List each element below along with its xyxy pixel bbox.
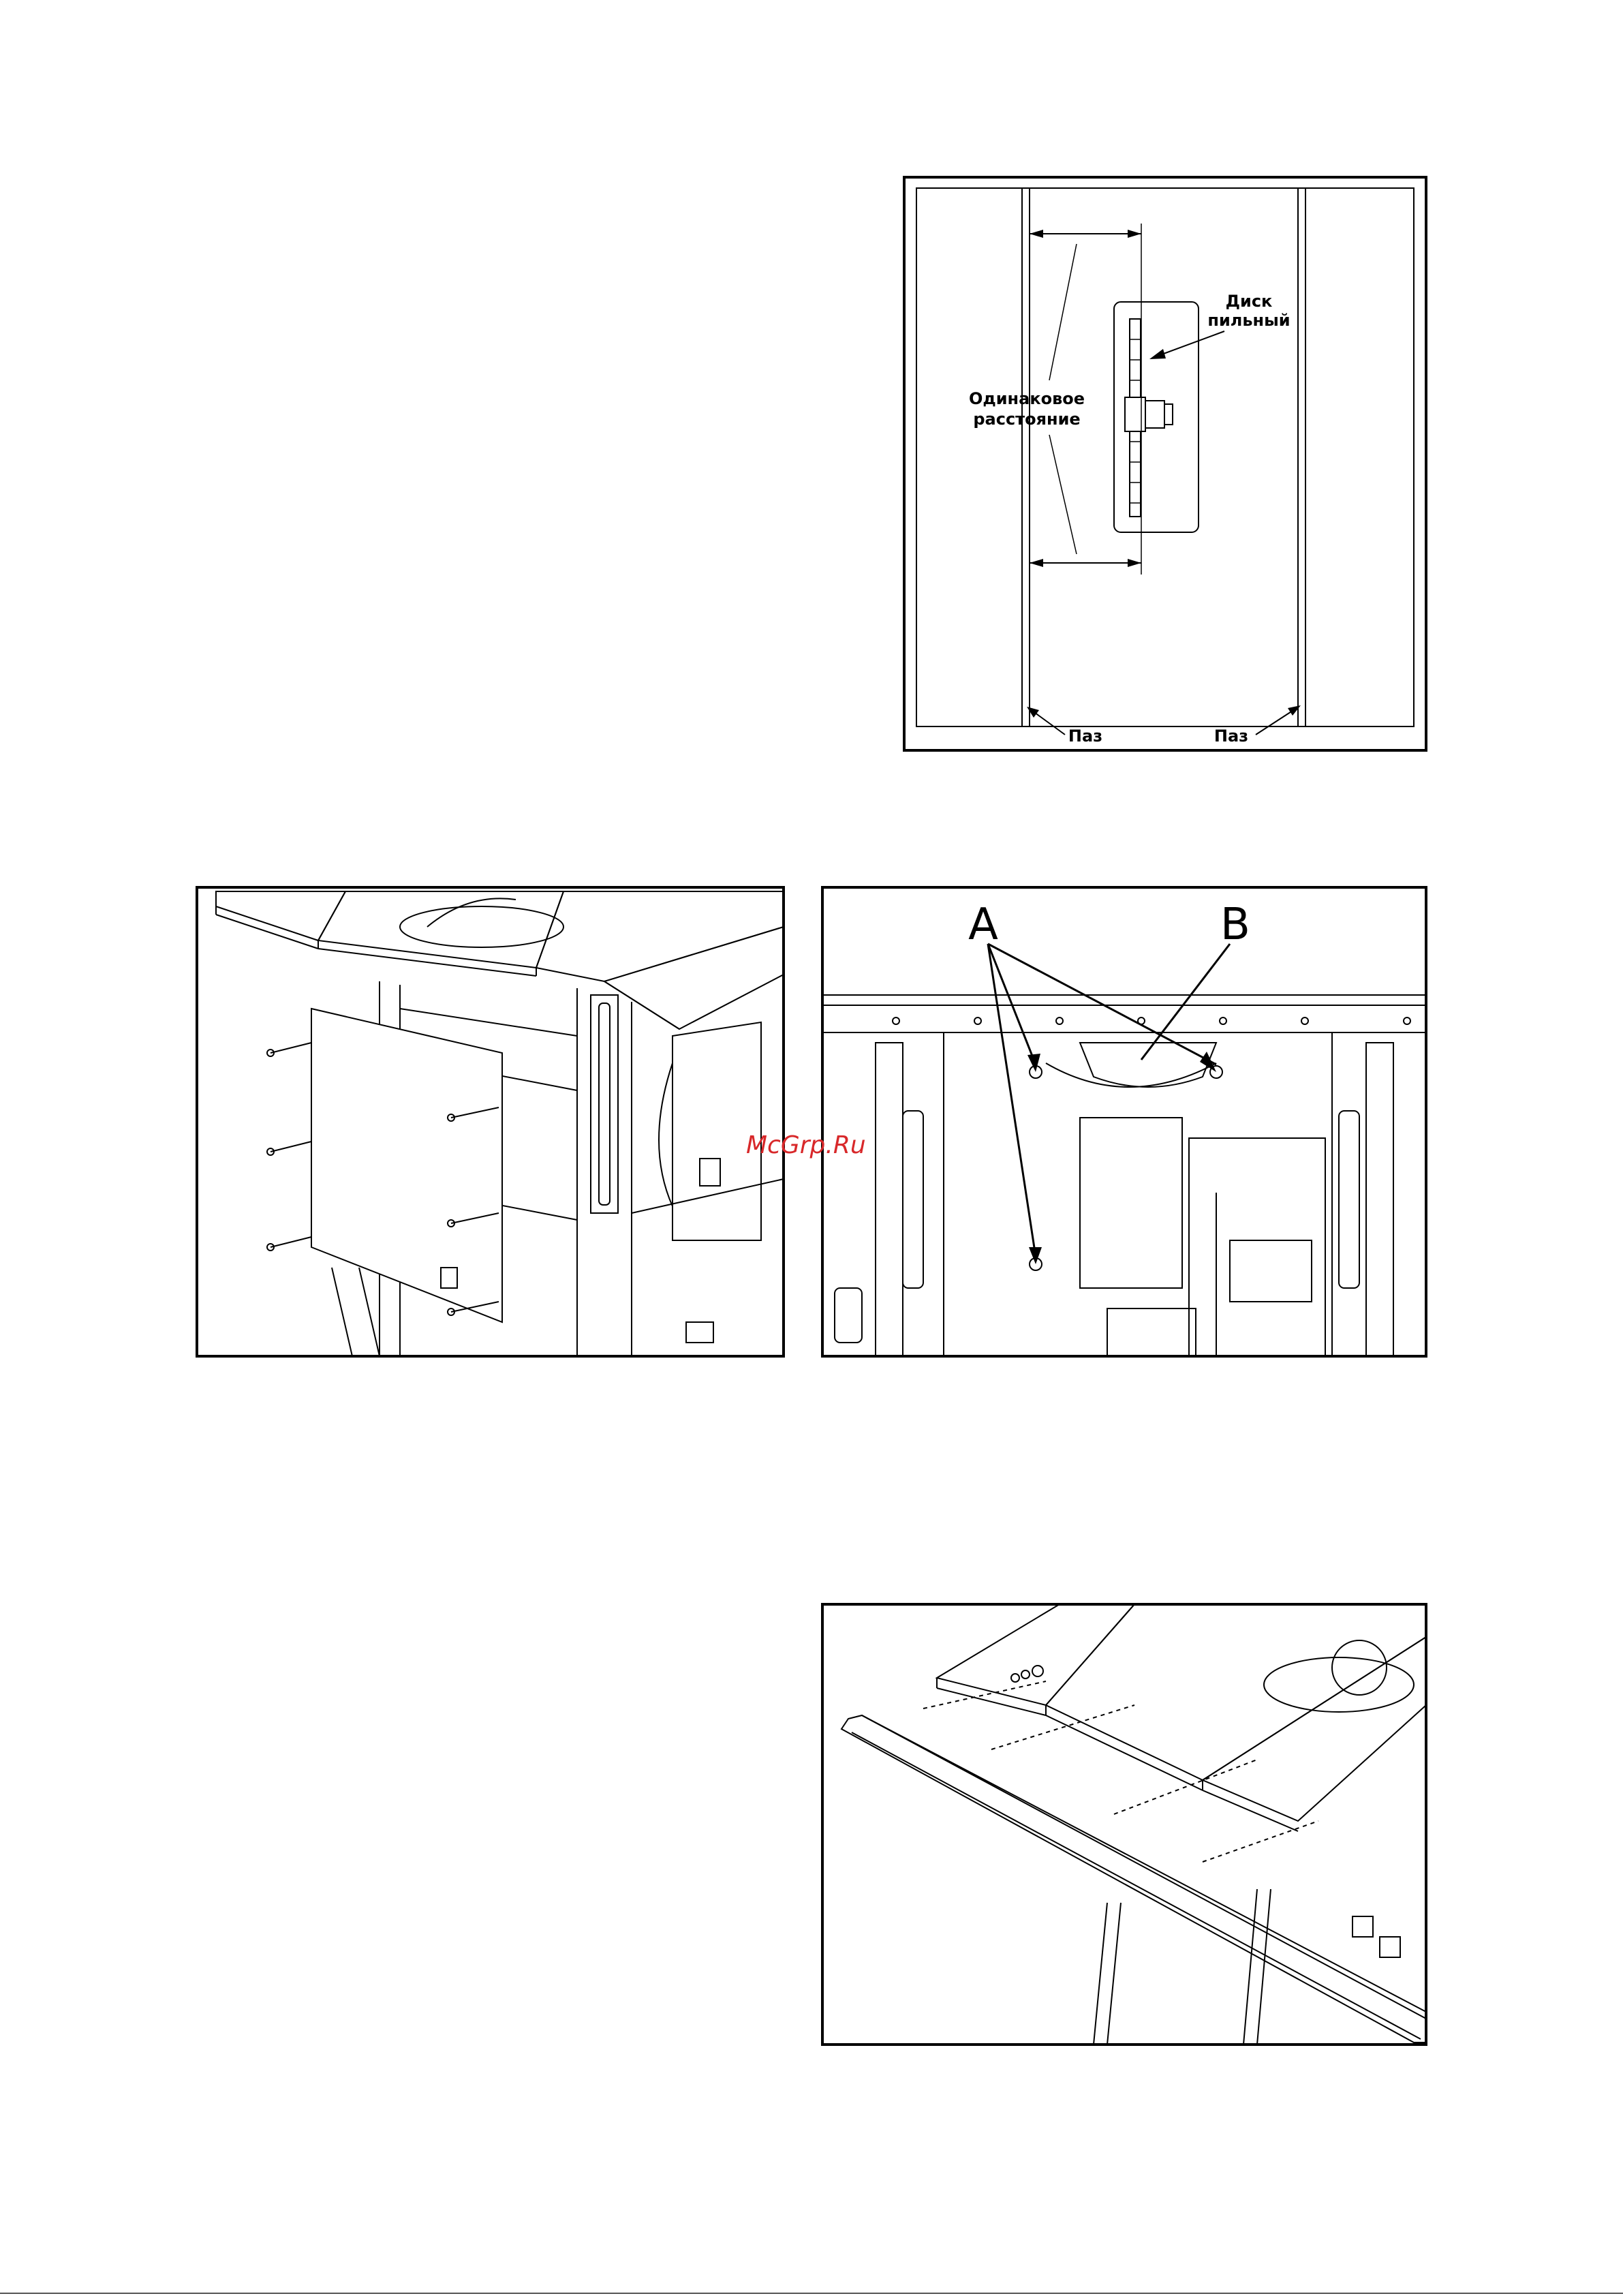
label-slot-left: Паз xyxy=(1068,726,1102,746)
figure-side-panel xyxy=(196,886,785,1358)
label-blade-line2: пильный xyxy=(1207,311,1290,330)
label-blade-line1: Диск xyxy=(1226,292,1273,311)
side-panel-illustration xyxy=(196,886,785,1358)
figure-fence-rail xyxy=(821,1603,1427,2046)
label-a: A xyxy=(968,900,998,950)
watermark: McGrp.Ru xyxy=(746,1131,866,1159)
bottom-rule xyxy=(0,2293,1623,2294)
guard-mount-illustration: A B xyxy=(821,886,1427,1358)
figure-blade-alignment: Одинаковое расстояние Диск пильный Паз П… xyxy=(903,176,1427,752)
arbor-flange xyxy=(1125,397,1145,431)
figure-guard-mount: A B xyxy=(821,886,1427,1358)
arbor-nut xyxy=(1145,401,1164,428)
fence-rail-illustration xyxy=(821,1603,1427,2046)
blade-alignment-diagram: Одинаковое расстояние Диск пильный Паз П… xyxy=(903,176,1427,752)
label-equal-distance-line1: Одинаковое xyxy=(969,389,1085,408)
label-equal-distance-line2: расстояние xyxy=(973,410,1080,429)
label-b: B xyxy=(1220,900,1250,950)
label-slot-right: Паз xyxy=(1214,726,1248,746)
